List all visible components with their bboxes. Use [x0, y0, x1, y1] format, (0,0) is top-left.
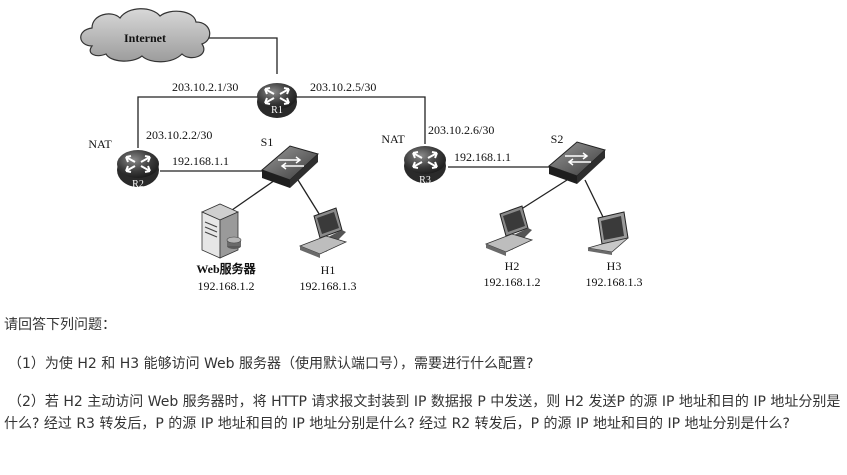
- h1-name: H1: [321, 263, 336, 277]
- switch-s1-icon: [261, 145, 319, 188]
- question-2: （2）若 H2 主动访问 Web 服务器时，将 HTTP 请求报文封装到 IP …: [4, 394, 841, 432]
- link-lines: [137, 37, 604, 218]
- link-s1-web: [231, 177, 279, 211]
- web-server-ip: 192.168.1.2: [198, 279, 255, 293]
- question-block: 请回答下列问题： （1）为使 H2 和 H3 能够访问 Web 服务器（使用默认…: [4, 314, 842, 435]
- r1-left-ip-label: 203.10.2.1/30: [172, 80, 238, 94]
- r3-lan-ip-label: 192.168.1.1: [454, 150, 511, 164]
- h2-ip: 192.168.1.2: [484, 275, 541, 289]
- router-r1-icon: [257, 83, 297, 118]
- router-r1-label: R1: [271, 105, 283, 116]
- link-s1-h1: [297, 179, 322, 218]
- h2-name: H2: [505, 259, 520, 273]
- question-intro: 请回答下列问题：: [4, 317, 116, 333]
- r1-right-ip-label: 203.10.2.5/30: [310, 80, 376, 94]
- h1-computer-icon: [298, 207, 348, 258]
- switch-s2-icon: [548, 141, 606, 184]
- h3-name: H3: [607, 259, 622, 273]
- question-1: （1）为使 H2 和 H3 能够访问 Web 服务器（使用默认端口号），需要进行…: [8, 356, 534, 372]
- link-r1-r3: [296, 96, 426, 144]
- web-server-icon: [201, 203, 242, 259]
- switch-s2-label: S2: [551, 132, 564, 146]
- network-topology-diagram: Internet R1 R2 R3 S1 S2 NAT NAT 203.10.2…: [80, 8, 643, 293]
- router-r3-icon: [404, 146, 446, 183]
- router-r2-label: R2: [132, 179, 144, 190]
- r3-wan-ip-label: 203.10.2.6/30: [428, 123, 494, 137]
- h1-ip: 192.168.1.3: [300, 279, 357, 293]
- nat-label-left: NAT: [88, 137, 112, 151]
- h3-ip: 192.168.1.3: [586, 275, 643, 289]
- link-internet-r1: [208, 37, 278, 74]
- link-s2-h3: [584, 179, 604, 218]
- internet-label: Internet: [124, 31, 166, 45]
- router-r3-label: R3: [419, 175, 431, 186]
- nat-label-right: NAT: [381, 132, 405, 146]
- h3-laptop-icon: [587, 211, 629, 255]
- router-r2-icon: [117, 150, 159, 187]
- switch-s1-label: S1: [261, 135, 274, 149]
- h2-computer-icon: [484, 205, 534, 256]
- internet-cloud-icon: [80, 8, 211, 63]
- r2-lan-ip-label: 192.168.1.1: [172, 154, 229, 168]
- web-server-name: Web服务器: [196, 261, 256, 276]
- link-r1-r2: [137, 96, 258, 148]
- r2-wan-ip-label: 203.10.2.2/30: [146, 128, 212, 142]
